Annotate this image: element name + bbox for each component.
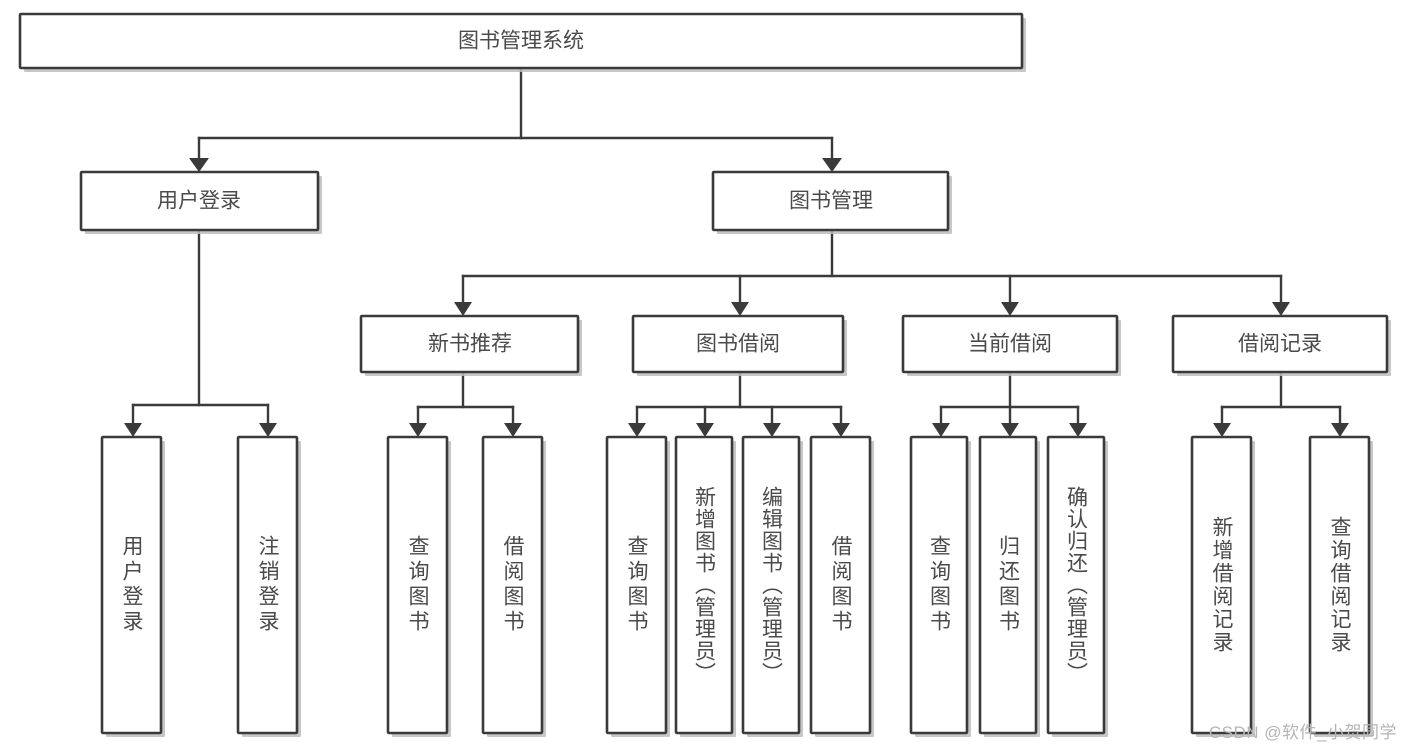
node-leaf-nb-borrow[interactable] [481,435,546,737]
node-current-borrow-label: 当前借阅 [968,333,1052,356]
node-book-management-label: 图书管理 [789,190,873,213]
node-new-book-recommend[interactable]: 新书推荐 [359,314,582,376]
node-leaf-user-login[interactable] [100,435,165,737]
node-leaf-bb-edit[interactable] [741,435,803,737]
arrowhead-new-book [454,302,472,316]
node-new-book-recommend-label: 新书推荐 [428,333,512,356]
node-leaf-cb-confirm[interactable] [1046,435,1108,737]
node-book-borrow[interactable]: 图书借阅 [631,314,847,376]
arrowhead-book-mgmt [822,158,842,172]
arrowhead-leaf-user-login [124,423,142,437]
node-leaf-nb-query[interactable] [386,435,451,737]
node-leaf-cb-return[interactable] [978,435,1040,737]
arrowhead-cb-return [1001,423,1019,437]
arrowhead-current [1001,302,1019,316]
arrowhead-cb-confirm [1069,423,1087,437]
node-current-borrow[interactable]: 当前借阅 [901,314,1121,376]
arrowhead-nb-borrow [504,423,522,437]
node-borrow-record[interactable]: 借阅记录 [1171,314,1391,376]
arrowhead-bb-edit [763,423,781,437]
arrowhead-cb-query [932,423,950,437]
node-leaf-bb-query[interactable] [605,435,670,737]
arrowhead-user-login [189,158,209,172]
node-user-login[interactable]: 用户登录 [79,170,322,234]
arrowhead-bb-query [628,423,646,437]
node-leaf-logout[interactable] [236,435,301,737]
node-user-login-label: 用户登录 [157,190,241,213]
node-root-label: 图书管理系统 [458,30,584,53]
arrowhead-rec-query [1331,423,1349,437]
node-root[interactable]: 图书管理系统 [18,12,1026,72]
csdn-watermark: CSDN @软件_小贺同学 [1208,723,1397,742]
node-leaf-rec-add[interactable] [1190,435,1255,737]
arrowhead-rec-add [1213,423,1231,437]
arrowhead-bb-add [696,423,714,437]
arrowhead-borrow [731,302,749,316]
node-book-borrow-label: 图书借阅 [696,333,780,356]
node-leaf-rec-query[interactable] [1308,435,1373,737]
node-borrow-record-label: 借阅记录 [1238,333,1322,356]
connectors [124,66,1349,437]
node-book-management[interactable]: 图书管理 [711,170,952,234]
node-leaf-bb-borrow[interactable] [809,435,874,737]
arrowhead-record [1272,302,1290,316]
node-leaf-bb-add[interactable] [674,435,736,737]
node-leaf-cb-query[interactable] [909,435,971,737]
arrowhead-bb-borrow [832,423,850,437]
arrowhead-leaf-logout [259,423,277,437]
arrowhead-nb-query [409,423,427,437]
